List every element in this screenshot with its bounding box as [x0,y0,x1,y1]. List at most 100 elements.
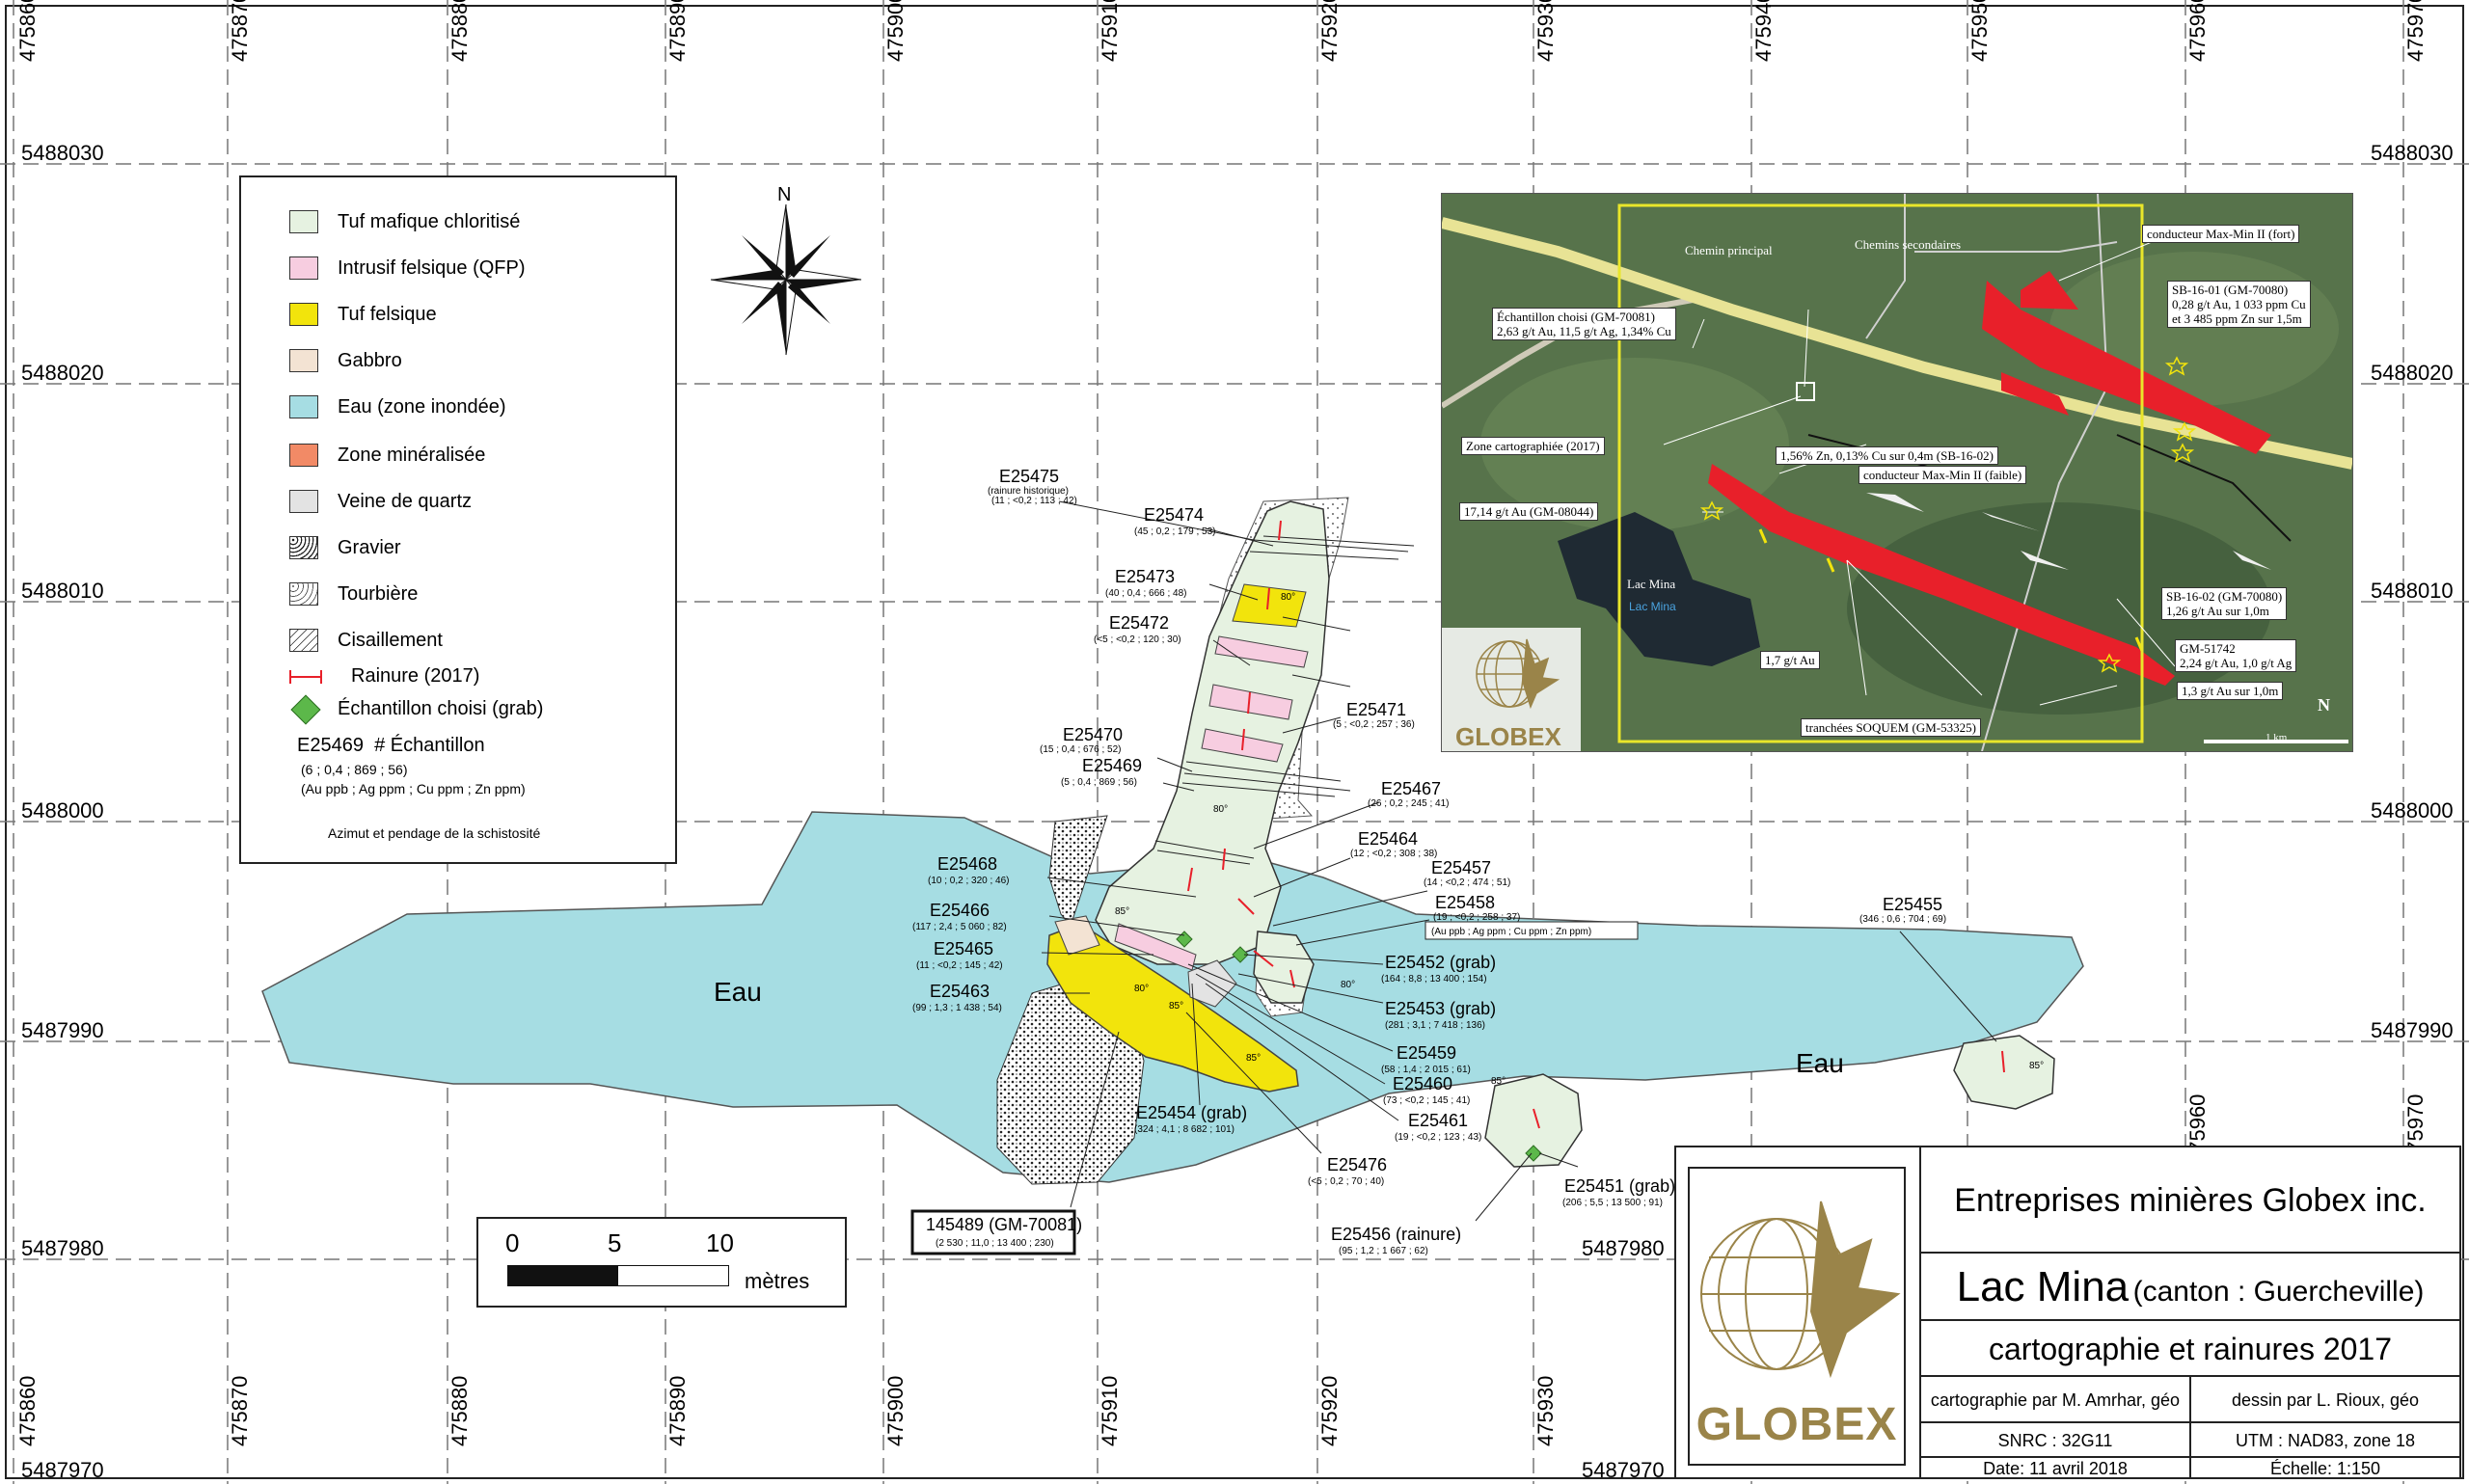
sample-values: (206 ; 5,5 ; 13 500 ; 91) [1562,1198,1663,1208]
easting-label: 475880 [448,0,472,62]
easting-label: 475860 [15,1376,40,1446]
sample-values: (73 ; <0,2 ; 145 ; 41) [1383,1095,1470,1106]
inset-label-chemin-principal: Chemin principal [1685,243,1773,257]
sample-values: (11 ; <0,2 ; 113 ; 42) [991,496,1077,506]
sample-values: (11 ; <0,2 ; 145 ; 42) [916,960,1003,971]
inset-satellite-map: Chemin principal Chemins secondaires con… [1441,193,2353,752]
leader-lines [1040,500,1997,1222]
northing-label: 5488020 [2371,361,2454,385]
easting-label: 475920 [1317,1376,1342,1446]
easting-label: 475900 [883,0,908,62]
easting-label: 475890 [665,1376,690,1446]
sample-id-label: E25453 (grab) [1385,999,1496,1018]
qfp-band [1214,635,1309,668]
legend-item: Rainure (2017) [289,665,479,688]
northing-label: 5488010 [21,579,104,603]
legend-label: Intrusif felsique (QFP) [338,256,526,279]
sample-values: (10 ; 0,2 ; 320 ; 46) [928,876,1010,886]
dip-label: 80° [1341,980,1355,990]
sample-id-label: E25470 [1063,725,1123,744]
inset-label-au-17: 1,7 g/t Au [1760,651,1820,669]
legend-sample-units: (Au ppb ; Ag ppm ; Cu ppm ; Zn ppm) [301,781,526,796]
scale-unit: mètres [745,1269,810,1293]
title-logo-text: GLOBEX [1696,1399,1898,1450]
felsic-tuff-band [1046,923,1299,1093]
easting-label: 475920 [1317,0,1342,62]
sample-id-label: E25452 (grab) [1385,953,1496,972]
legend-label: Échantillon choisi (grab) [338,698,544,719]
northing-label: 5488010 [2371,579,2454,603]
legend-item: Zone minéralisée [289,444,485,467]
legend-label: Rainure (2017) [351,665,480,687]
inset-label-conducteur-faible: conducteur Max-Min II (faible) [1859,466,2027,484]
inset-scale-label: 1 km [2266,732,2288,743]
easting-label: 475890 [665,0,690,62]
north-label: N [777,184,791,205]
inset-label-chemins-secondaires: Chemins secondaires [1855,237,1962,252]
legend-label: Gravier [338,536,401,558]
sample-id-label: E25458 [1435,893,1495,912]
grab-sample-markers [1176,931,1542,1162]
map-date: Date: 11 avril 2018 [1921,1458,2191,1479]
sample-id-label: E25457 [1431,858,1491,877]
northing-label: 5487980 [21,1236,104,1260]
legend-item: Tuf mafique chloritisé [289,210,520,233]
inset-label-gm51742: GM-51742 2,24 g/t Au, 1,0 g/t Ag [2175,639,2297,672]
sample-values: (<5 ; <0,2 ; 120 ; 30) [1094,634,1181,645]
inset-label-au-gm08044: 17,14 g/t Au (GM-08044) [1459,502,1599,521]
historic-sample-box [910,1209,1076,1255]
sample-id-label: E25456 (rainure) [1331,1225,1461,1244]
company-name: Entreprises minières Globex inc. [1921,1147,2459,1254]
inset-north-label: N [2318,695,2330,715]
snrc-sheet: SNRC : 32G11 [1921,1423,2191,1458]
easting-label: 475950 [1967,0,1992,62]
sample-id-label: E25469 [1082,756,1142,775]
easting-label: 475860 [15,0,40,62]
sample-values: (19 ; <0,2 ; 258 ; 37) [1433,912,1520,923]
inset-label-sb1602: SB-16-02 (GM-70080) 1,26 g/t Au sur 1,0m [2161,587,2288,620]
northing-label: 5487970 [21,1458,104,1482]
sample-values: (95 ; 1,2 ; 1 667 ; 62) [1339,1246,1428,1256]
dip-label: 85° [2029,1061,2044,1071]
sample-values: (26 ; 0,2 ; 245 ; 41) [1368,798,1450,809]
sample-id-label: E25459 [1397,1043,1456,1063]
project-name: Lac Mina [1956,1263,2130,1310]
legend-item: Veine de quartz [289,490,472,513]
scale-tick-10: 10 [706,1228,734,1257]
project-title: Lac Mina (canton : Guercheville) [1921,1254,2459,1321]
sample-values: (99 ; 1,3 ; 1 438 ; 54) [912,1003,1002,1013]
easting-label: 475900 [883,1376,908,1446]
legend-schistosity: Azimut et pendage de la schistosité [328,825,541,841]
legend-label: Cisaillement [338,629,443,651]
sample-values: (5 ; <0,2 ; 257 ; 36) [1333,719,1415,730]
legend-item: Tuf felsique [289,303,437,326]
lac-mina-lake [1558,512,1760,666]
map-scale-ratio: Échelle: 1:150 [2269,1459,2381,1478]
easting-label: 475910 [1098,1376,1122,1446]
northing-label: 5488030 [21,141,104,165]
sample-values: (281 ; 3,1 ; 7 418 ; 136) [1385,1020,1485,1031]
water-label: Eau [714,977,762,1007]
shear-lines [1154,535,1415,865]
credit-dessin: dessin par L. Rioux, géo [2191,1377,2459,1423]
inset-label-sb1601: SB-16-01 (GM-70080) 0,28 g/t Au, 1 033 p… [2167,281,2311,328]
sample-values: (19 ; <0,2 ; 123 ; 43) [1395,1132,1481,1143]
northing-label: 5487990 [21,1018,104,1042]
credit-cartographie: cartographie par M. Amrhar, géo [1921,1377,2191,1423]
sample-id-label: E25464 [1358,829,1418,849]
legend-item: Échantillon choisi (grab) [289,693,544,725]
legend-label: Eau (zone inondée) [338,395,506,418]
felsic-tuff-band [1232,583,1307,628]
northing-label: 5488000 [2371,798,2454,823]
sample-values: (12 ; <0,2 ; 308 ; 38) [1350,849,1437,859]
sample-id-label: E25455 [1883,895,1942,914]
conductor-weak [1708,464,2175,686]
title-logo-panel: GLOBEX [1676,1147,1921,1477]
title-block: GLOBEX Entreprises minières Globex inc. … [1674,1146,2461,1479]
scale-tick-5: 5 [608,1228,622,1257]
globex-logo-icon [1700,1201,1901,1379]
historic-sample-id: 145489 (GM-70081) [926,1215,1082,1234]
project-boundary [1617,203,2144,743]
sample-id-label: E25475 [999,467,1059,486]
